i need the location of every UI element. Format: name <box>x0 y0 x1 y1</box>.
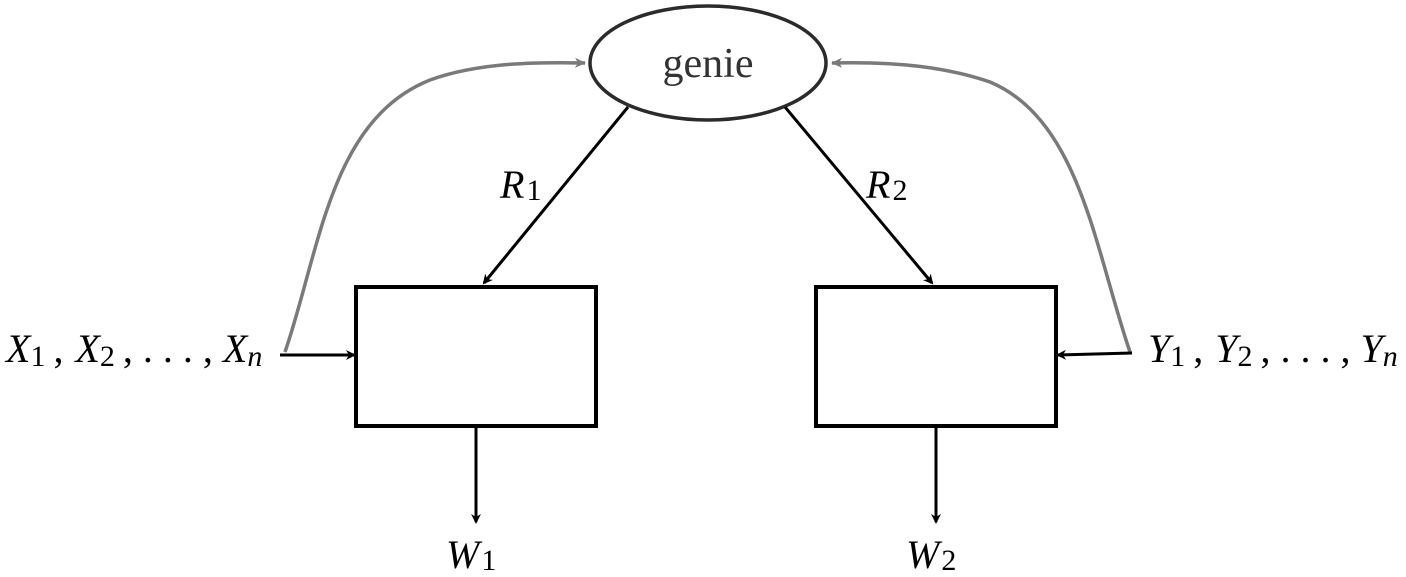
genie-label: genie <box>663 41 754 87</box>
feedback-arrow-x-to-genie <box>283 57 586 353</box>
feedback-arrow-y-to-genie <box>831 57 1132 353</box>
rate-label-r1: R1 <box>499 162 541 207</box>
encoder-box-2 <box>814 285 1058 428</box>
source-arrow-y <box>1056 349 1133 360</box>
rate-label-r2: R2 <box>865 162 907 207</box>
source-label-x: X1,X2,. . . ,Xn <box>4 326 262 373</box>
rate-arrow-r2 <box>783 106 934 285</box>
source-label-y: Y1,Y2,. . . ,Yn <box>1148 326 1398 373</box>
output-label-w2: W2 <box>906 532 956 577</box>
genie-node <box>588 4 828 122</box>
encoder-box-1 <box>354 285 598 428</box>
output-label-w1: W1 <box>446 532 496 577</box>
rate-arrow-r1 <box>482 106 630 285</box>
